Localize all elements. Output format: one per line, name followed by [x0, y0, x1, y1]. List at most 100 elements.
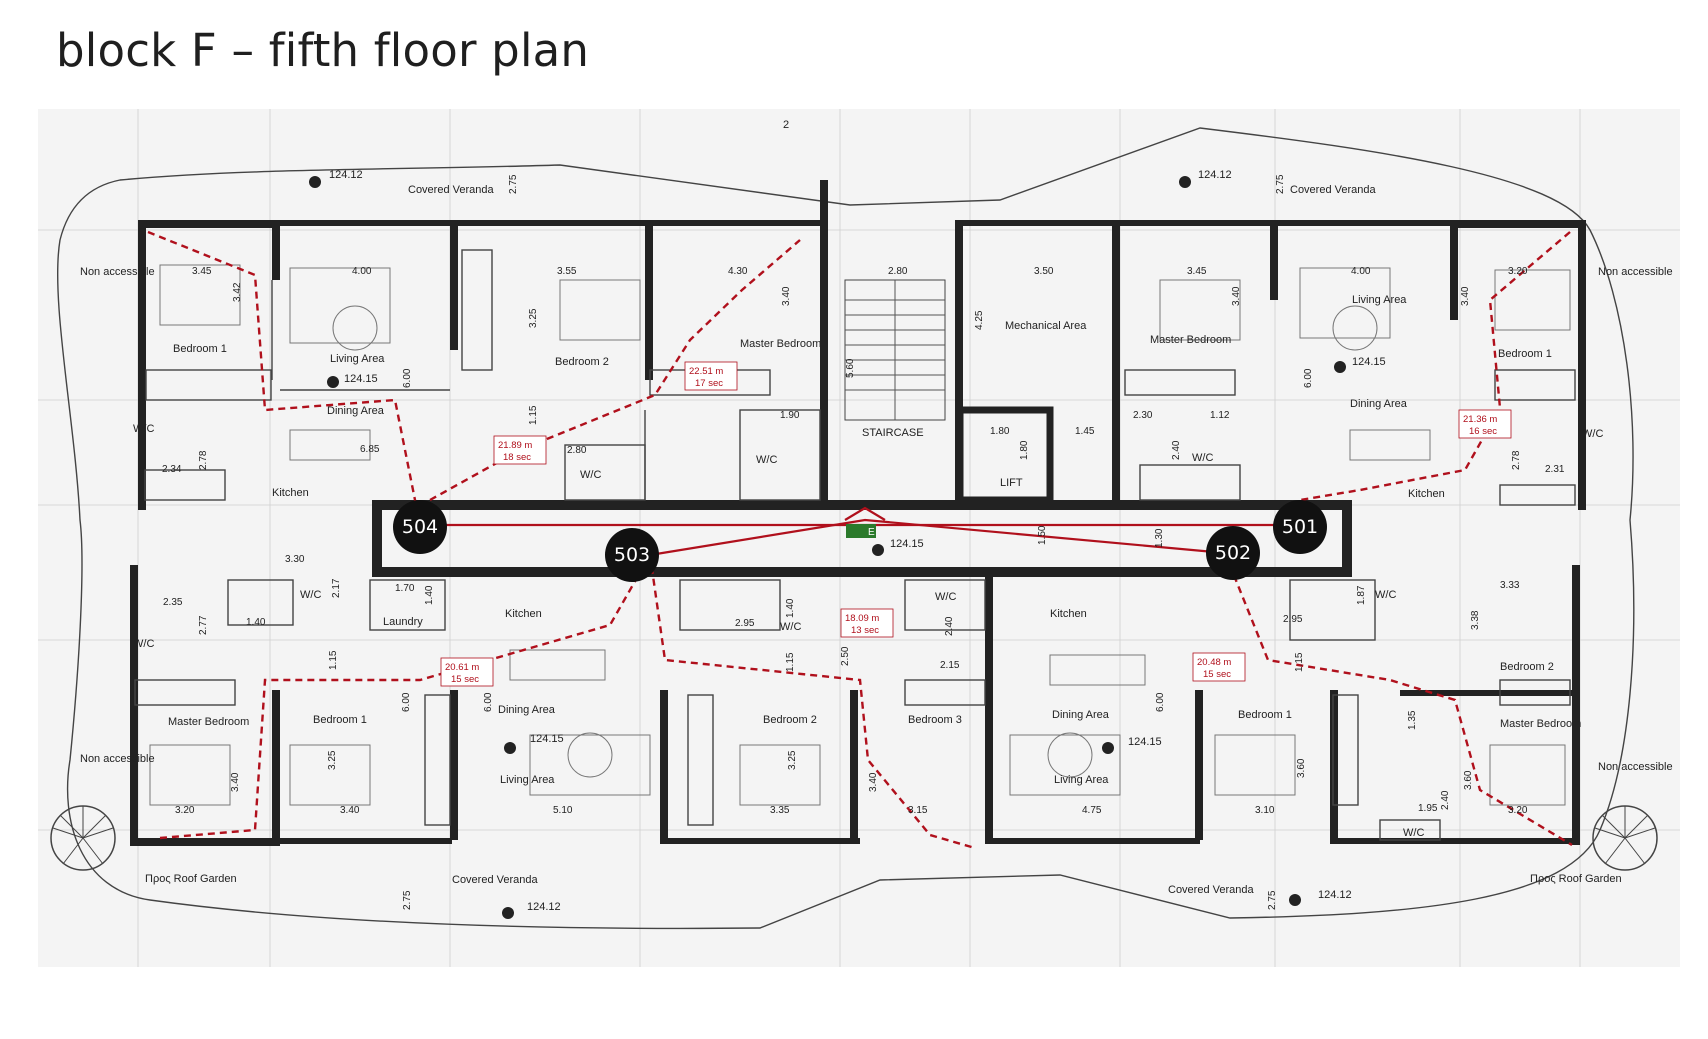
dimension: 1.50: [1037, 525, 1048, 545]
dimension: 3.40: [1231, 286, 1242, 306]
unit-badge-501[interactable]: 501: [1273, 500, 1327, 554]
dimension: 3.20: [175, 805, 195, 816]
dimension: 1.15: [785, 652, 796, 672]
grid-lines: [38, 109, 1680, 967]
room-label: Non accessible: [1598, 266, 1673, 278]
route-time: 15 sec: [451, 674, 479, 685]
room-label: Laundry: [383, 616, 423, 628]
dimension: 2.80: [567, 445, 587, 456]
room-label: Kitchen: [1050, 608, 1087, 620]
dimension: 2.78: [198, 450, 209, 470]
dimension: 4.30: [728, 266, 748, 277]
dimension: 4.25: [974, 310, 985, 330]
route-time: 15 sec: [1203, 669, 1231, 680]
dimension: 1.90: [780, 410, 800, 421]
dimension: 3.20: [1508, 266, 1528, 277]
route-distance: 21.36 m: [1463, 414, 1497, 425]
room-label: Master Bedroom: [740, 338, 821, 350]
room-label: W/C: [1192, 452, 1213, 464]
vertical-dimension-labels: 3.42 6.00 3.25 3.40 5.60 4.25 3.40 6.00 …: [198, 174, 1522, 910]
dimension: 1.15: [328, 650, 339, 670]
unit-badge-504[interactable]: 504: [393, 500, 447, 554]
room-label: Dining Area: [1350, 398, 1408, 410]
level-value: 124.12: [1198, 169, 1232, 181]
dimension: 6.00: [401, 692, 412, 712]
dimension-labels: 3.45 4.00 3.55 4.30 2.80 3.50 3.45 4.00 …: [162, 266, 1565, 816]
dimension: 2.50: [840, 646, 851, 666]
room-label: Dining Area: [327, 405, 385, 417]
spiral-stair-right: [1592, 805, 1658, 871]
route-time: 17 sec: [695, 378, 723, 389]
room-label: Living Area: [500, 774, 555, 786]
dimension: 6.00: [1155, 692, 1166, 712]
dimension: 4.00: [352, 266, 372, 277]
route-time: 13 sec: [851, 625, 879, 636]
unit-badge-502[interactable]: 502: [1206, 526, 1260, 580]
level-value: 124.15: [1128, 736, 1162, 748]
dimension: 3.25: [327, 750, 338, 770]
route-time: 16 sec: [1469, 426, 1497, 437]
room-label: Kitchen: [1408, 488, 1445, 500]
dimension: 2.30: [1133, 410, 1153, 421]
dimension: 3.38: [1470, 610, 1481, 630]
room-label: Kitchen: [272, 487, 309, 499]
route-distance: 22.51 m: [689, 366, 723, 377]
dimension: 1.70: [395, 583, 415, 594]
dimension: 5.10: [553, 805, 573, 816]
route-distance: 20.61 m: [445, 662, 479, 673]
dimension: 1.40: [785, 598, 796, 618]
room-label: W/C: [580, 469, 601, 481]
dimension: 3.60: [1296, 758, 1307, 778]
unit-number: 504: [402, 516, 438, 538]
dimension: 2.75: [508, 174, 519, 194]
dimension: 3.42: [232, 282, 243, 302]
slab-outline: [56, 127, 1635, 930]
dimension: 3.40: [868, 772, 879, 792]
dimension: 4.75: [1082, 805, 1102, 816]
dimension: 1.15: [528, 405, 539, 425]
dimension: 1.80: [1019, 440, 1030, 460]
dimension: 2.77: [198, 615, 209, 635]
route-time: 18 sec: [503, 452, 531, 463]
dimension: 1.40: [424, 585, 435, 605]
dimension: 2.75: [1267, 890, 1278, 910]
dimension: 3.60: [1463, 770, 1474, 790]
dimension: 3.15: [908, 805, 928, 816]
route-labels: 21.89 m 18 sec 22.51 m 17 sec 21.36 m 16…: [440, 361, 1512, 687]
exit-sign-label: E: [868, 527, 875, 538]
building-walls: [130, 180, 1586, 846]
room-label: W/C: [1375, 589, 1396, 601]
dimension: 3.25: [528, 308, 539, 328]
dimension: 1.15: [1294, 652, 1305, 672]
room-label: Bedroom 1: [173, 343, 227, 355]
dimension: 3.55: [557, 266, 577, 277]
room-label: Non accessible: [80, 266, 155, 278]
unit-badge-503[interactable]: 503: [605, 528, 659, 582]
level-value: 124.15: [890, 538, 924, 550]
room-label: Living Area: [1054, 774, 1109, 786]
room-label: Non accessible: [80, 753, 155, 765]
dimension: 5.60: [845, 358, 856, 378]
room-label: Bedroom 2: [555, 356, 609, 368]
room-label: STAIRCASE: [862, 427, 924, 439]
unit-number: 503: [614, 544, 650, 566]
room-label: Non accessible: [1598, 761, 1673, 773]
dimension: 1.35: [1407, 710, 1418, 730]
room-label: W/C: [133, 423, 154, 435]
room-label: Bedroom 2: [1500, 661, 1554, 673]
furniture: [149, 264, 1571, 806]
dimension: 3.30: [285, 554, 305, 565]
dimension: 2.40: [944, 616, 955, 636]
dimension: 2.17: [331, 578, 342, 598]
room-label: Προς Roof Garden: [1530, 873, 1622, 885]
level-value: 124.12: [527, 901, 561, 913]
dimension: 2.34: [162, 464, 182, 475]
route-distance: 18.09 m: [845, 613, 879, 624]
dimension: 3.25: [787, 750, 798, 770]
room-label: Bedroom 1: [1238, 709, 1292, 721]
route-distance: 21.89 m: [498, 440, 532, 451]
dimension: 3.45: [192, 266, 212, 277]
dimension: 3.50: [1034, 266, 1054, 277]
dimension: 2.31: [1545, 464, 1565, 475]
